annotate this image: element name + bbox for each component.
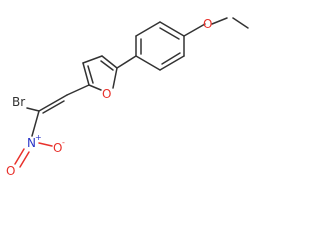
bond-n-o-single bbox=[38, 142, 53, 147]
bond-benzene-6 bbox=[159, 21, 185, 37]
bond-c-n bbox=[31, 110, 40, 137]
bond-o-aryl bbox=[183, 23, 206, 37]
nitro-oxygen-label-1: O bbox=[6, 164, 15, 178]
bond-c-br bbox=[26, 107, 40, 112]
bromine-label: Br bbox=[12, 95, 25, 109]
bond-furan-c3-c2-inner bbox=[87, 65, 94, 84]
chemical-structure: Br N + O O - O O bbox=[6, 17, 249, 178]
nitrogen-label: N bbox=[27, 136, 36, 150]
bond-benzene-2 bbox=[159, 55, 185, 71]
bond-benzene-3 bbox=[135, 55, 161, 71]
bond-furan-vinyl bbox=[66, 84, 90, 96]
bond-furan-c5-c4 bbox=[101, 55, 118, 69]
bonds bbox=[14, 17, 249, 168]
bond-benzene-5 bbox=[135, 21, 161, 37]
atom-labels: Br N + O O - O O bbox=[6, 17, 212, 178]
bond-ethyl-ch2-o bbox=[211, 17, 228, 25]
bond-furan-c2-o bbox=[88, 84, 102, 91]
bond-ethyl-ch3 bbox=[232, 17, 249, 29]
bond-aryl-furan bbox=[116, 55, 137, 69]
bond-n-o-double bbox=[14, 148, 25, 165]
bond-vinyl-double-inner bbox=[42, 100, 65, 114]
nitrogen-charge: + bbox=[35, 133, 42, 142]
bond-n-o-double-inner bbox=[19, 151, 30, 168]
ether-oxygen-label: O bbox=[203, 17, 212, 31]
bond-vinyl-double bbox=[38, 94, 68, 112]
nitro-oxygen-charge: - bbox=[62, 138, 65, 147]
bond-benzene-2-inner bbox=[161, 52, 181, 65]
bond-furan-c5-c4-inner bbox=[100, 60, 114, 71]
furan-oxygen-label: O bbox=[102, 87, 111, 101]
bond-benzene-6-inner bbox=[159, 27, 180, 40]
bond-furan-c4-c3 bbox=[82, 55, 103, 64]
bond-furan-o-c5 bbox=[112, 67, 118, 89]
nitro-oxygen-label-2: O bbox=[53, 141, 62, 155]
bond-furan-c3-c2 bbox=[82, 62, 90, 86]
